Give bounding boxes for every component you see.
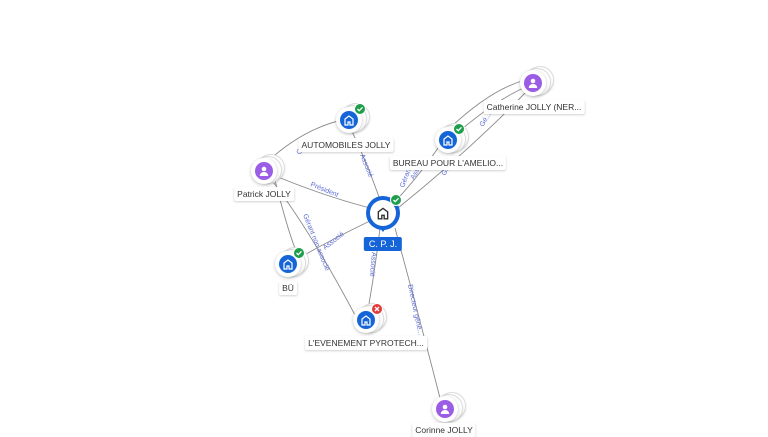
edge-label-e1: Associé (358, 153, 374, 178)
edge-label-e5: Associé (368, 252, 377, 277)
edge-label-e2: Président (309, 181, 339, 199)
closed-icon (371, 303, 383, 315)
node-label-bu[interactable]: BÜ (279, 281, 297, 295)
edge-label-e3: Associé (322, 231, 346, 252)
verified-icon (293, 247, 305, 259)
node-bu[interactable] (275, 247, 309, 277)
node-automobiles[interactable] (336, 103, 370, 133)
verified-icon (354, 103, 366, 115)
node-label-patrick[interactable]: Patrick JOLLY (234, 187, 294, 201)
verified-icon (390, 194, 402, 206)
building-icon (377, 207, 389, 220)
person-icon (440, 404, 450, 414)
person-icon (528, 78, 538, 88)
node-patrick[interactable] (251, 154, 285, 184)
node-label-corinne[interactable]: Corinne JOLLY (412, 423, 476, 437)
edge-center-evenement (367, 227, 381, 311)
edge-label-e6: Directeur géné... (406, 284, 424, 336)
node-label-catherine[interactable]: Catherine JOLLY (NER... (483, 100, 585, 114)
building-icon (361, 315, 371, 326)
node-label-automobiles[interactable]: AUTOMOBILES JOLLY (298, 138, 394, 152)
edge-bureau-catherine (449, 79, 526, 129)
building-icon (283, 259, 293, 270)
person-icon (259, 166, 269, 176)
center-node[interactable] (366, 194, 402, 232)
node-label-bureau[interactable]: BUREAU POUR L'AMELIO... (389, 156, 507, 170)
building-icon (344, 115, 354, 126)
verified-icon (453, 123, 465, 135)
center-node-label[interactable]: C. P. J. (363, 237, 403, 251)
node-corinne[interactable] (432, 392, 466, 422)
node-catherine[interactable] (520, 66, 554, 96)
node-label-evenement[interactable]: L'EVENEMENT PYROTECH... (305, 336, 427, 350)
building-icon (443, 135, 453, 146)
node-bureau[interactable] (435, 123, 469, 153)
node-evenement[interactable] (353, 303, 387, 333)
